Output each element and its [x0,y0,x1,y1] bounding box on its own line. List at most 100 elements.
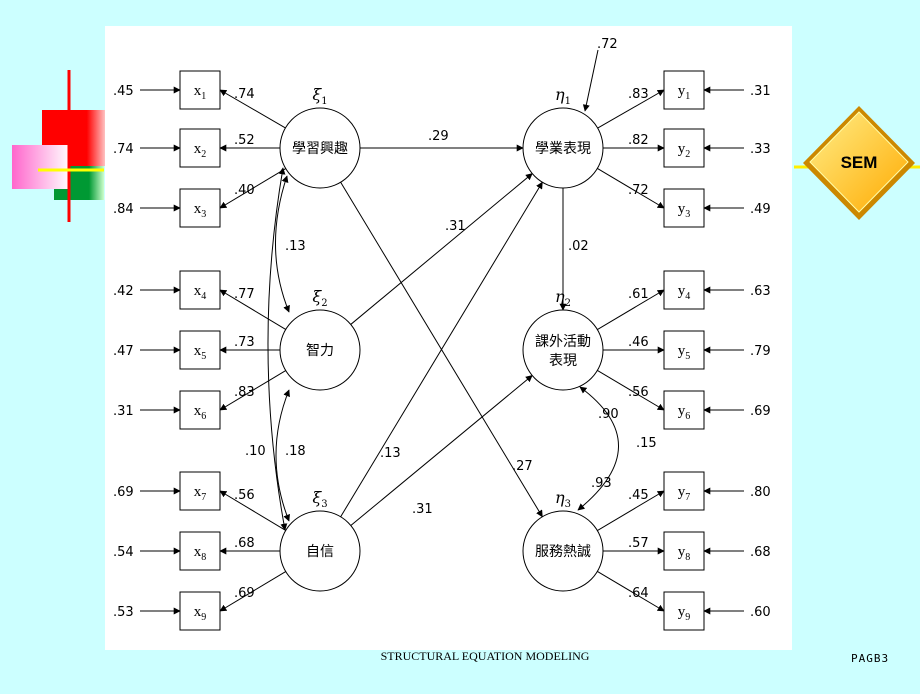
path-value: .31 [412,502,433,517]
y-loading-value: .56 [628,385,649,400]
x-error-value: .84 [113,202,134,217]
y-error-value: .63 [750,284,771,299]
y-indicator-box [663,70,705,110]
y-loading-value: .46 [628,335,649,350]
x-error-value: .45 [113,84,134,99]
path-value: .13 [380,446,401,461]
x-loading-arrow [219,289,286,330]
y-error-value: .68 [750,545,771,560]
y-loading-value: .72 [628,183,649,198]
x-indicator-box [179,390,221,430]
y-loading-value: .61 [628,287,649,302]
y-loading-arrow [597,89,665,129]
y-loading-arrow [597,167,665,209]
latent-circle-eta1 [522,107,604,189]
x-loading-arrow [219,89,286,129]
x-error-value: .47 [113,344,134,359]
latent-label-eta2: 表現 [549,353,577,369]
latent-label-eta2: 課外活動 [535,334,591,350]
x-loading-value: .40 [234,183,255,198]
y-error-value: .60 [750,605,771,620]
y-error-value: .69 [750,404,771,419]
latent-label-xi3: 自信 [306,544,334,560]
cov-value: .90 [598,407,619,422]
x-loading-value: .83 [234,385,255,400]
path-xi3-eta2 [350,375,533,526]
latent-label-xi1: 學習興趣 [292,141,348,157]
x-loading-value: .73 [234,335,255,350]
latent-label-xi2: 智力 [306,343,334,359]
y-error-value: .79 [750,344,771,359]
x-indicator-box [179,471,221,511]
y-loading-arrow [597,490,665,532]
y-loading-value: .82 [628,133,649,148]
cov-eta2-eta3 [577,386,619,511]
y-error-value: .80 [750,485,771,500]
cov-value: .10 [245,444,266,459]
y-indicator-box [663,270,705,310]
y-loading-value: .45 [628,488,649,503]
sem-badge [794,106,920,220]
latent-circle-eta3 [522,510,604,592]
x-indicator-box [179,270,221,310]
cov-value: .18 [285,444,306,459]
path-value: .02 [568,239,589,254]
decorative-squares [12,70,106,222]
page-number: PAGB3 [851,652,890,665]
latent-circle-xi2 [279,309,361,391]
path-value: .27 [512,459,533,474]
y-loading-value: .57 [628,536,649,551]
x-indicator-box [179,330,221,370]
slide-caption: STRUCTURAL EQUATION MODELING [380,649,590,663]
path-xi1-eta3 [340,181,543,518]
y-indicator-box [663,531,705,571]
path-value: .29 [428,129,449,144]
x-loading-value: .69 [234,586,255,601]
y-error-value: .33 [750,142,771,157]
x-error-value: .69 [113,485,134,500]
x-indicator-box [179,188,221,228]
y-indicator-box [663,471,705,511]
cov-value: .93 [591,476,612,491]
y-error-value: .49 [750,202,771,217]
x-indicator-box [179,531,221,571]
x-error-value: .74 [113,142,134,157]
latent-label-eta1: 學業表現 [535,141,591,157]
path-value: .31 [445,219,466,234]
y-loading-arrow [597,369,665,411]
cov-value: .13 [285,239,306,254]
sem-badge-label: SEM [840,153,878,172]
x-indicator-box [179,128,221,168]
cov-value: .15 [636,436,657,451]
x-error-value: .31 [113,404,134,419]
x-error-value: .42 [113,284,134,299]
x-loading-value: .77 [234,287,255,302]
x-loading-arrow [219,571,286,612]
nodes [179,70,705,631]
x-loading-value: .68 [234,536,255,551]
y-indicator-box [663,330,705,370]
x-loading-value: .56 [234,488,255,503]
x-indicator-box [179,591,221,631]
disturbance-arrow-eta1 [582,49,599,112]
y-loading-value: .83 [628,87,649,102]
y-indicator-box [663,591,705,631]
y-loading-arrow [597,289,665,331]
x-loading-value: .52 [234,133,255,148]
path-value: .72 [597,37,618,52]
path-xi2-eta1 [350,173,533,325]
edges [140,49,744,615]
y-loading-arrow [597,570,665,612]
latent-circle-xi1 [279,107,361,189]
y-indicator-box [663,188,705,228]
x-loading-arrow [219,168,286,209]
y-indicator-box [663,128,705,168]
x-error-value: .54 [113,545,134,560]
y-indicator-box [663,390,705,430]
y-error-value: .31 [750,84,771,99]
cov-xi1-xi3 [267,167,288,531]
pink-square [12,145,70,189]
latent-circle-eta2 [522,309,604,391]
x-loading-arrow [219,370,286,411]
